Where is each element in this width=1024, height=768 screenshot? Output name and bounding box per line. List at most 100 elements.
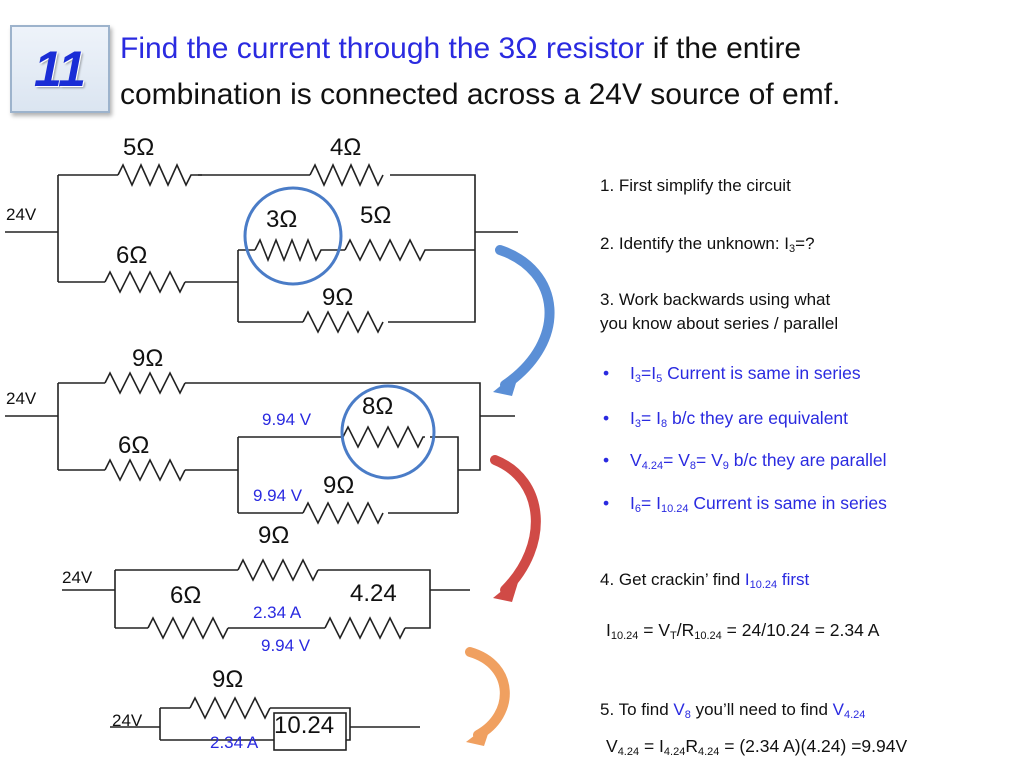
step-4-post: first — [777, 570, 810, 589]
step-3: 3. Work backwards using what you know abo… — [600, 288, 838, 336]
step-4-sub: 10.24 — [749, 579, 778, 591]
d3-r6 — [147, 616, 229, 640]
title-line2: combination is connected across a 24V so… — [120, 78, 841, 111]
step-3-line2: you know about series / parallel — [600, 314, 839, 333]
d4-r1024-label: 10.24 — [274, 712, 335, 739]
e2-s2: 4.24 — [663, 746, 686, 758]
step-arrow-1-head — [493, 370, 520, 396]
d3-source-label: 24V — [62, 568, 93, 587]
e1-s1: 10.24 — [610, 630, 639, 642]
step-5-var: V — [673, 700, 685, 719]
step-arrow-1 — [495, 245, 555, 390]
d4-r9 — [189, 696, 271, 720]
step-arrow-3 — [465, 647, 510, 740]
d4-source-label: 24V — [112, 711, 143, 730]
d1-r6-label: 6Ω — [116, 242, 148, 269]
bullet-1: I3=I5 Current is same in series — [603, 363, 861, 385]
b1-s2: 5 — [656, 373, 663, 385]
step-5-mid: you’ll need to find — [690, 700, 833, 719]
step-2-text: 2. Identify the unknown: I — [600, 234, 790, 253]
d1-r4-top — [309, 163, 384, 187]
b3-s2: 8 — [689, 460, 696, 472]
b4-s2: 10.24 — [660, 503, 689, 515]
b3-b: = V — [663, 450, 690, 470]
e1-s3: 10.24 — [694, 630, 722, 642]
d3-current: 2.34 A — [253, 603, 302, 622]
d4-current: 2.34 A — [210, 733, 259, 752]
equation-2: V4.24 = I4.24R4.24 = (2.34 A)(4.24) =9.9… — [606, 734, 907, 758]
d2-r9-top — [104, 371, 186, 395]
step-arrow-2-head — [493, 576, 520, 602]
step-2-post: =? — [795, 234, 815, 253]
b1-b: =I — [641, 363, 657, 383]
e1-b: = V — [638, 620, 671, 640]
b3-d: b/c they are parallel — [728, 450, 887, 470]
bullet-2: I3= I8 b/c they are equivalent — [603, 408, 849, 430]
d2-r8-label: 8Ω — [362, 393, 394, 420]
step-arrow-2 — [490, 455, 541, 595]
d1-r3-label: 3Ω — [266, 206, 298, 233]
e1-s2: T — [670, 630, 677, 642]
circuit-wires — [5, 163, 518, 741]
d1-r5-mid — [344, 238, 428, 262]
b4-b: = I — [641, 493, 661, 513]
d1-r4-top-label: 4Ω — [330, 134, 362, 161]
b2-s1: 3 — [634, 418, 641, 430]
step-2: 2. Identify the unknown: I3=? — [600, 232, 815, 256]
d4-r9-label: 9Ω — [212, 666, 244, 693]
d2-r8 — [342, 425, 425, 449]
d3-r9 — [237, 558, 319, 582]
b3-s3: 9 — [722, 460, 729, 472]
d1-r9-label: 9Ω — [322, 284, 354, 311]
step-4-var: I — [744, 570, 750, 589]
d3-voltage: 9.94 V — [261, 636, 311, 655]
step-1: 1. First simplify the circuit — [600, 176, 791, 195]
d1-r5-top-label: 5Ω — [123, 134, 155, 161]
highlight-circle-8ohm — [340, 384, 436, 480]
step-3-line1: 3. Work backwards using what — [600, 290, 831, 309]
b2-c: b/c they are equivalent — [667, 408, 849, 428]
d1-wire-frame — [5, 174, 518, 323]
e1-c: /R — [676, 620, 695, 640]
d2-voltage-bottom: 9.94 V — [253, 486, 303, 505]
bullet-4: I6= I10.24 Current is same in series — [603, 493, 887, 515]
e1-a: I — [606, 620, 611, 640]
b1-a: I — [630, 363, 635, 383]
step-5-text: 5. To find — [600, 700, 674, 719]
d2-r9-bottom-label: 9Ω — [323, 472, 355, 499]
d2-source-label: 24V — [6, 389, 37, 408]
d1-r3 — [254, 237, 330, 263]
b3-c: = V — [696, 450, 723, 470]
d4-r1024-box — [273, 712, 347, 751]
d2-voltage-mid: 9.94 V — [262, 410, 312, 429]
b1-c: Current is same in series — [662, 363, 861, 383]
d1-r6 — [104, 270, 186, 294]
e2-d: = (2.34 A)(4.24) =9.94V — [719, 736, 908, 756]
title-rest: if the entire — [644, 32, 802, 65]
d3-r9-label: 9Ω — [258, 522, 290, 549]
step-2-sub: 3 — [789, 243, 796, 255]
step-5-sub2: 4.24 — [843, 709, 866, 721]
step-4-text: 4. Get crackin’ find — [600, 570, 745, 589]
b2-b: = I — [641, 408, 661, 428]
step-arrow-3-head — [466, 722, 492, 746]
step-5: 5. To find V8 you’ll need to find V4.24 — [600, 698, 865, 722]
d2-r6-label: 6Ω — [118, 432, 150, 459]
title-highlight: Find the current through the 3Ω resistor — [120, 32, 645, 65]
slide-number-badge: 11 — [10, 25, 110, 113]
d1-r5-top — [117, 163, 202, 187]
d3-r6-label: 6Ω — [170, 582, 202, 609]
b1-s1: 3 — [634, 373, 641, 385]
d3-wire-frame — [62, 569, 470, 629]
d1-r5-mid-label: 5Ω — [360, 202, 392, 229]
bullet-3: V4.24= V8= V9 b/c they are parallel — [603, 450, 887, 472]
d3-r424 — [324, 616, 406, 640]
d3-r424-label: 4.24 — [350, 580, 397, 607]
b3-a: V — [630, 450, 642, 470]
d2-r9-top-label: 9Ω — [132, 345, 164, 372]
e2-c: R — [685, 736, 698, 756]
b4-a: I — [630, 493, 635, 513]
d4-wire-frame — [110, 707, 420, 741]
problem-title: Find the current through the 3Ω resistor… — [120, 26, 1010, 118]
